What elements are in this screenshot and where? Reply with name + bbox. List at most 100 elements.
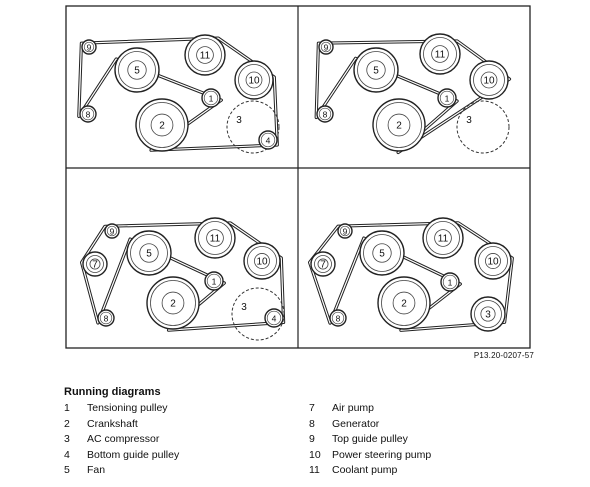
legend-item: 8 Generator bbox=[309, 417, 431, 433]
pulley-number: 10 bbox=[248, 76, 260, 87]
pulley-9: 9 bbox=[318, 39, 334, 55]
legend-item: 10 Power steering pump bbox=[309, 448, 431, 464]
pulley-5: 5 bbox=[114, 47, 160, 93]
pulley-2: 2 bbox=[377, 276, 431, 330]
pulley-number: 10 bbox=[483, 76, 495, 87]
pulley-8: 8 bbox=[97, 309, 115, 327]
legend-number: 7 bbox=[309, 402, 315, 414]
legend-number: 8 bbox=[309, 417, 315, 430]
pulley-11: 11 bbox=[184, 34, 226, 76]
legend-column-right: 7 Air pump 8 Generator 9 Top guide pulley 1… bbox=[309, 401, 431, 479]
pulley-number: 5 bbox=[379, 249, 385, 260]
pulley-number: 9 bbox=[110, 227, 115, 237]
pulley-11: 11 bbox=[419, 33, 461, 75]
pulley-1: 1 bbox=[440, 272, 460, 292]
pulley-7: 7 bbox=[82, 251, 108, 277]
figure-reference-code: P13.20-0207-57 bbox=[473, 351, 534, 360]
pulley-number: 2 bbox=[401, 299, 407, 310]
legend-number: 4 bbox=[64, 448, 70, 461]
pulley-11: 11 bbox=[422, 217, 464, 259]
pulley-number: 9 bbox=[324, 43, 329, 53]
legend-label: Bottom guide pulley bbox=[87, 448, 180, 461]
pulley-number: 5 bbox=[373, 66, 379, 77]
legend-label: Generator bbox=[332, 417, 380, 430]
pulley-number: 3 bbox=[236, 115, 242, 126]
pulley-number: 2 bbox=[170, 299, 176, 310]
legend-item: 5 Fan bbox=[64, 463, 179, 479]
pulley-number: 5 bbox=[146, 249, 152, 260]
pulley-number: 5 bbox=[134, 66, 140, 77]
pulley-8: 8 bbox=[79, 105, 97, 123]
pulley-3: 3 bbox=[231, 287, 285, 341]
pulley-number: 7 bbox=[320, 260, 326, 271]
pulley-10: 10 bbox=[243, 242, 281, 280]
pulley-number: 8 bbox=[86, 110, 91, 120]
pulley-1: 1 bbox=[204, 271, 224, 291]
legend-item: 7 Air pump bbox=[309, 401, 431, 417]
pulley-3: 3 bbox=[226, 100, 280, 154]
panel-bottom-right: 9 7 5 11 10 1 8 2 3 bbox=[308, 217, 514, 332]
pulley-5: 5 bbox=[359, 230, 405, 276]
pulley-number: 1 bbox=[209, 94, 214, 104]
pulley-8: 8 bbox=[316, 105, 334, 123]
pulley-8: 8 bbox=[329, 309, 347, 327]
pulley-10: 10 bbox=[234, 60, 274, 100]
legend-number: 10 bbox=[309, 448, 321, 461]
pulley-5: 5 bbox=[126, 230, 172, 276]
legend-label: Top guide pulley bbox=[332, 433, 408, 445]
pulley-number: 11 bbox=[210, 234, 221, 245]
pulley-10: 10 bbox=[474, 242, 512, 280]
legend-label: Crankshaft bbox=[87, 417, 138, 430]
legend-number: 1 bbox=[64, 402, 70, 414]
drive-belt-inner bbox=[78, 37, 278, 151]
pulley-11: 11 bbox=[194, 217, 236, 259]
pulley-3: 3 bbox=[470, 296, 506, 332]
legend-label: Tensioning pulley bbox=[87, 402, 168, 414]
pulley-7: 7 bbox=[310, 251, 336, 277]
pulley-1: 1 bbox=[437, 88, 457, 108]
pulley-4: 4 bbox=[264, 308, 284, 328]
legend-number: 5 bbox=[64, 464, 70, 476]
legend-number: 9 bbox=[309, 433, 315, 445]
pulley-2: 2 bbox=[372, 98, 426, 152]
panel-top-left: 9 5 11 10 1 8 2 3 4 bbox=[77, 34, 280, 154]
pulley-number: 11 bbox=[438, 234, 449, 245]
legend-item: 9 Top guide pulley bbox=[309, 432, 431, 448]
pulley-number: 1 bbox=[448, 278, 453, 288]
pulley-number: 3 bbox=[485, 310, 491, 321]
pulley-number: 1 bbox=[212, 277, 217, 287]
pulley-9: 9 bbox=[104, 223, 120, 239]
pulley-2: 2 bbox=[146, 276, 200, 330]
pulley-1: 1 bbox=[201, 88, 221, 108]
pulley-number: 7 bbox=[92, 260, 98, 271]
pulley-number: 8 bbox=[323, 110, 328, 120]
pulley-number: 11 bbox=[200, 51, 211, 62]
pulley-number: 8 bbox=[104, 314, 109, 324]
pulley-9: 9 bbox=[337, 223, 353, 239]
drive-belt-inner bbox=[309, 222, 513, 331]
pulley-3: 3 bbox=[456, 100, 510, 154]
legend-label: Coolant pump bbox=[332, 464, 398, 476]
legend-label: Fan bbox=[87, 464, 106, 476]
legend-number: 3 bbox=[64, 433, 70, 445]
pulley-number: 10 bbox=[487, 257, 499, 268]
pulley-number: 9 bbox=[87, 43, 92, 53]
pulley-number: 3 bbox=[466, 115, 472, 126]
pulley-4: 4 bbox=[258, 130, 278, 150]
pulley-2: 2 bbox=[135, 98, 189, 152]
pulley-number: 11 bbox=[435, 50, 446, 61]
legend-item: 1 Tensioning pulley bbox=[64, 401, 179, 417]
pulley-number: 4 bbox=[272, 314, 277, 324]
legend-item: 4 Bottom guide pulley bbox=[64, 448, 179, 464]
pulley-number: 2 bbox=[159, 121, 165, 132]
legend-label: Air pump bbox=[332, 402, 375, 414]
legend-label: Power steering pump bbox=[332, 448, 432, 461]
legend-title: Running diagrams bbox=[64, 386, 161, 398]
pulley-number: 10 bbox=[256, 257, 268, 268]
